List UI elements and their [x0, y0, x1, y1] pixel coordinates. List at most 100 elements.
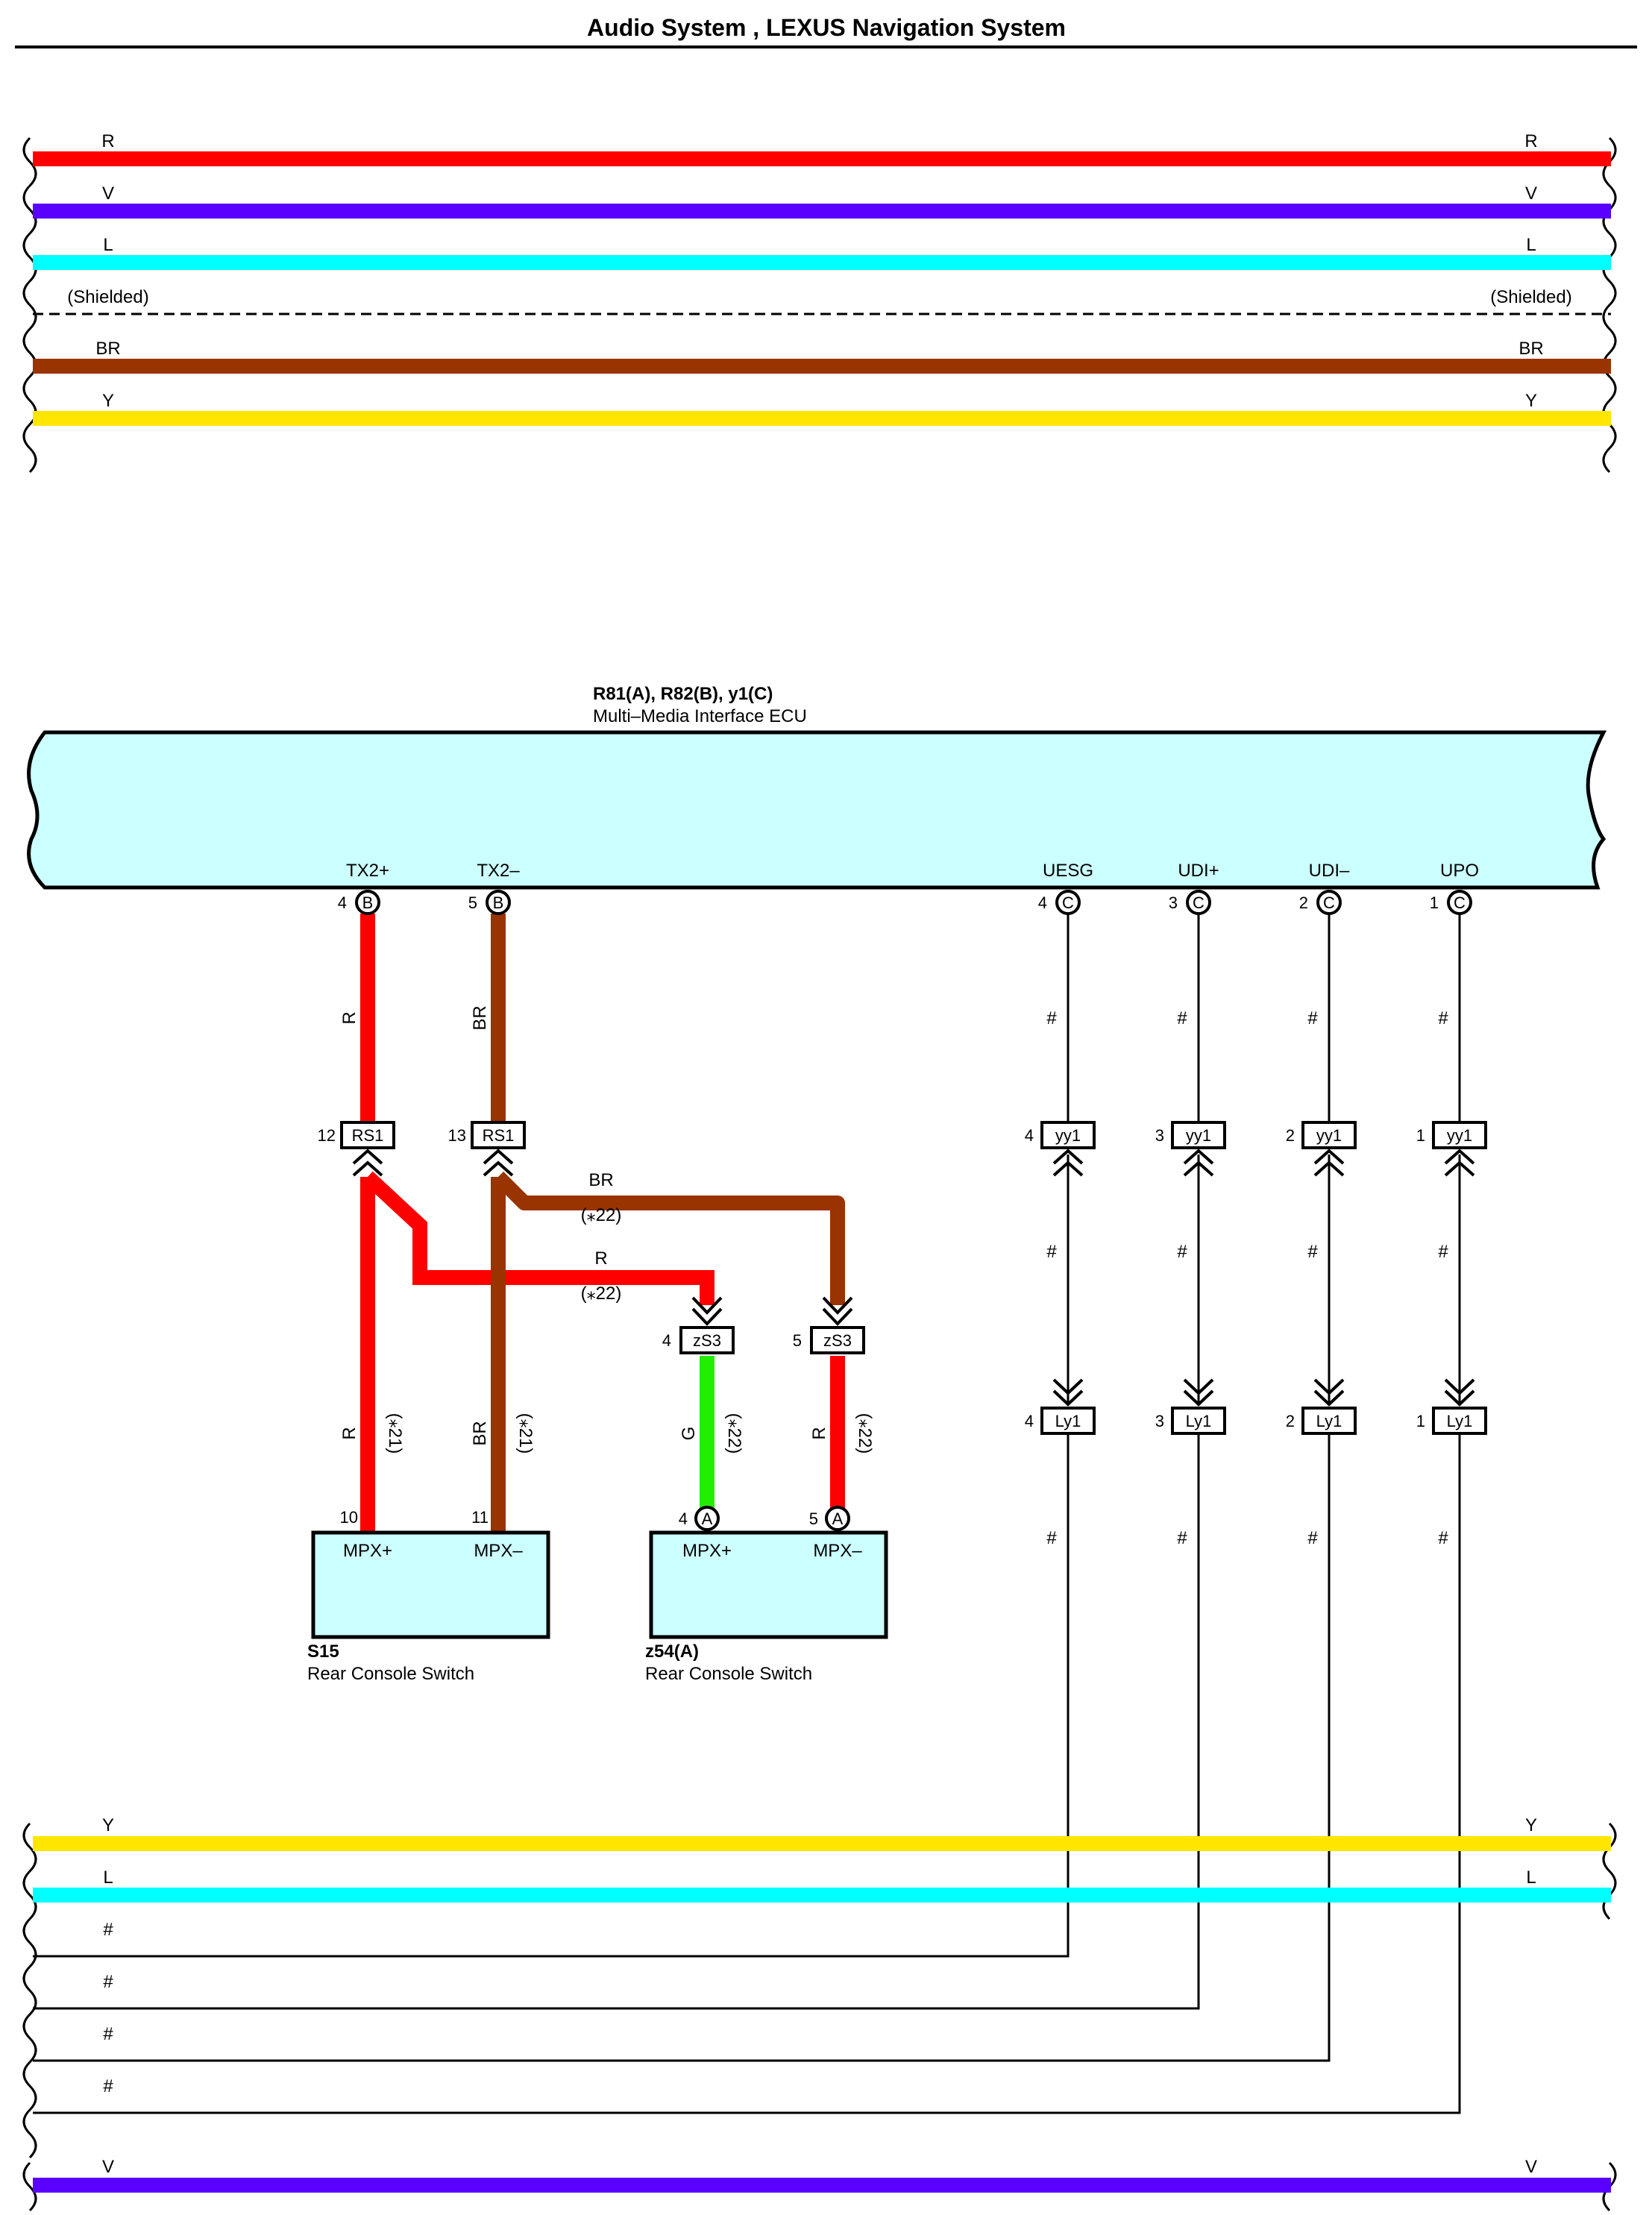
top-wire-label-right: (Shielded): [1490, 287, 1571, 307]
connector-pin: 2: [1286, 1412, 1295, 1430]
connector-name: zS3: [823, 1331, 852, 1350]
ecu-terminal-name: UDI–: [1309, 861, 1350, 881]
bottom-wire-label-left: L: [103, 1867, 113, 1888]
component-pin-name: MPX–: [474, 1541, 523, 1561]
rs1-connectors: RS1 12 RS1 13: [318, 1121, 526, 1177]
connector-chevron: [1444, 1149, 1475, 1177]
connector-pin: 4: [1025, 1412, 1034, 1430]
wire-color-label: BR: [470, 1421, 490, 1445]
shield-hash-label: #: [1046, 1008, 1057, 1028]
connector-pin: 3: [1155, 1126, 1164, 1145]
connector-box: [810, 1326, 865, 1354]
connector-name: Ly1: [1186, 1412, 1212, 1430]
connector-pin: 2: [1286, 1126, 1295, 1145]
connector-box: [1171, 1407, 1226, 1435]
component-pin-name: MPX–: [813, 1541, 862, 1561]
bottom-wire-label-left: #: [103, 2024, 113, 2044]
yy1-connectors: yy1 4 yy1 3 yy1 2 yy1 1: [1025, 1121, 1487, 1177]
shield-hash-label: #: [1177, 1242, 1187, 1262]
connector-box: [1301, 1407, 1357, 1435]
ecu-pin-conn: C: [1323, 893, 1335, 912]
wire-upo-c: [33, 1432, 1461, 2114]
connector-pin: 4: [662, 1331, 671, 1350]
shield-hash-label: #: [1307, 1242, 1318, 1262]
connector-pin: 5: [793, 1331, 802, 1350]
connector-box: [471, 1121, 526, 1149]
wire-note: (⁎21): [385, 1413, 405, 1454]
bottom-wire-label-left: V: [102, 2157, 114, 2177]
ecu-terminal-name: UDI+: [1178, 861, 1219, 881]
harness-wires: [33, 914, 1461, 2114]
ecu-pin-conn: C: [1454, 893, 1466, 912]
ecu-pin-circle: [1447, 890, 1472, 915]
ecu: R81(A), R82(B), y1(C) Multi–Media Interf…: [27, 684, 1607, 890]
shield-hash-label: #: [1307, 1528, 1318, 1548]
connector-chevron: [1052, 1378, 1084, 1407]
ecu-pin-circle: [486, 890, 511, 915]
wire-color-label: R: [339, 1427, 359, 1439]
component-pin-number: 10: [340, 1508, 358, 1527]
component-z54: A 4 A 5 MPX+ MPX– z54(A) Rear Console Sw…: [645, 1506, 888, 1684]
connector-box: [1432, 1121, 1487, 1149]
connector-chevron: [822, 1296, 853, 1326]
connector-chevron: [1052, 1149, 1084, 1177]
connector-name: RS1: [352, 1126, 384, 1145]
connector-box: [340, 1121, 395, 1149]
bottom-left-break-mark: [22, 2161, 37, 2212]
zs3-connectors: zS3 4 zS3 5: [662, 1296, 865, 1354]
connector-pin: 12: [318, 1126, 336, 1145]
component-s15: 10 11 MPX+ MPX– S15 Rear Console Switch: [307, 1508, 550, 1684]
wire-udi-plus-c: [33, 1432, 1200, 2010]
wire-uesg-c: [33, 1432, 1070, 1958]
component-pin-number: 4: [679, 1509, 688, 1528]
bottom-wire-label-left: Y: [102, 1815, 114, 1835]
ecu-pin-number: 1: [1430, 893, 1439, 912]
ecu-terminal-name: TX2–: [477, 861, 520, 881]
component-pin-name: MPX+: [682, 1541, 732, 1561]
ecu-pin-circle: [355, 890, 380, 915]
connector-chevron: [1183, 1378, 1214, 1407]
ecu-pin-number: 4: [1038, 893, 1047, 912]
wire-color-label: R: [594, 1248, 607, 1269]
connector-box: [1432, 1407, 1487, 1435]
wire-color-label: BR: [470, 1005, 490, 1030]
top-wire-label-right: L: [1526, 235, 1536, 255]
shield-hash-label: #: [1307, 1008, 1318, 1028]
connector-pin: 13: [448, 1126, 466, 1145]
ecu-name: Multi–Media Interface ECU: [593, 706, 807, 726]
ecu-pin-conn: C: [1193, 893, 1205, 912]
component-body: [311, 1530, 550, 1639]
connector-pin: 3: [1155, 1412, 1164, 1430]
shield-hash-label: #: [1438, 1008, 1448, 1028]
connector-box: [1040, 1121, 1096, 1149]
component-pin-conn: A: [832, 1509, 844, 1528]
connector-box: [679, 1326, 735, 1354]
bottom-wire-label-right: V: [1525, 2157, 1537, 2177]
connector-name: Ly1: [1316, 1412, 1342, 1430]
top-wire-label-right: R: [1524, 131, 1537, 151]
ecu-pin-number: 3: [1169, 893, 1178, 912]
component-pin-circle: [694, 1506, 720, 1531]
ecu-pin-conn: B: [362, 893, 374, 912]
shield-hash-label: #: [1438, 1528, 1448, 1548]
ecu-pin-circle: [1186, 890, 1211, 915]
connector-box: [1171, 1121, 1226, 1149]
ly1-connectors: Ly1 4 Ly1 3 Ly1 2 Ly1 1: [1025, 1378, 1487, 1435]
connector-chevron: [1313, 1149, 1345, 1177]
ecu-codes: R81(A), R82(B), y1(C): [593, 684, 773, 704]
ecu-pin-number: 5: [468, 893, 477, 912]
wire-note: (⁎22): [724, 1413, 744, 1454]
top-wire-label-left: BR: [95, 339, 120, 359]
bottom-wire-label-left: #: [103, 1972, 113, 1992]
shield-hash-label: #: [1177, 1008, 1187, 1028]
component-pin-circle: [825, 1506, 850, 1531]
top-wire-label-left: Y: [102, 391, 114, 411]
connector-box: [1301, 1121, 1357, 1149]
component-name: Rear Console Switch: [307, 1664, 474, 1684]
connector-chevron: [483, 1149, 514, 1177]
ecu-terminal-name: TX2+: [346, 861, 389, 881]
connector-chevron: [1183, 1149, 1214, 1177]
connector-name: RS1: [483, 1126, 515, 1145]
top-wire-label-right: BR: [1518, 339, 1543, 359]
connector-box: [1040, 1407, 1096, 1435]
